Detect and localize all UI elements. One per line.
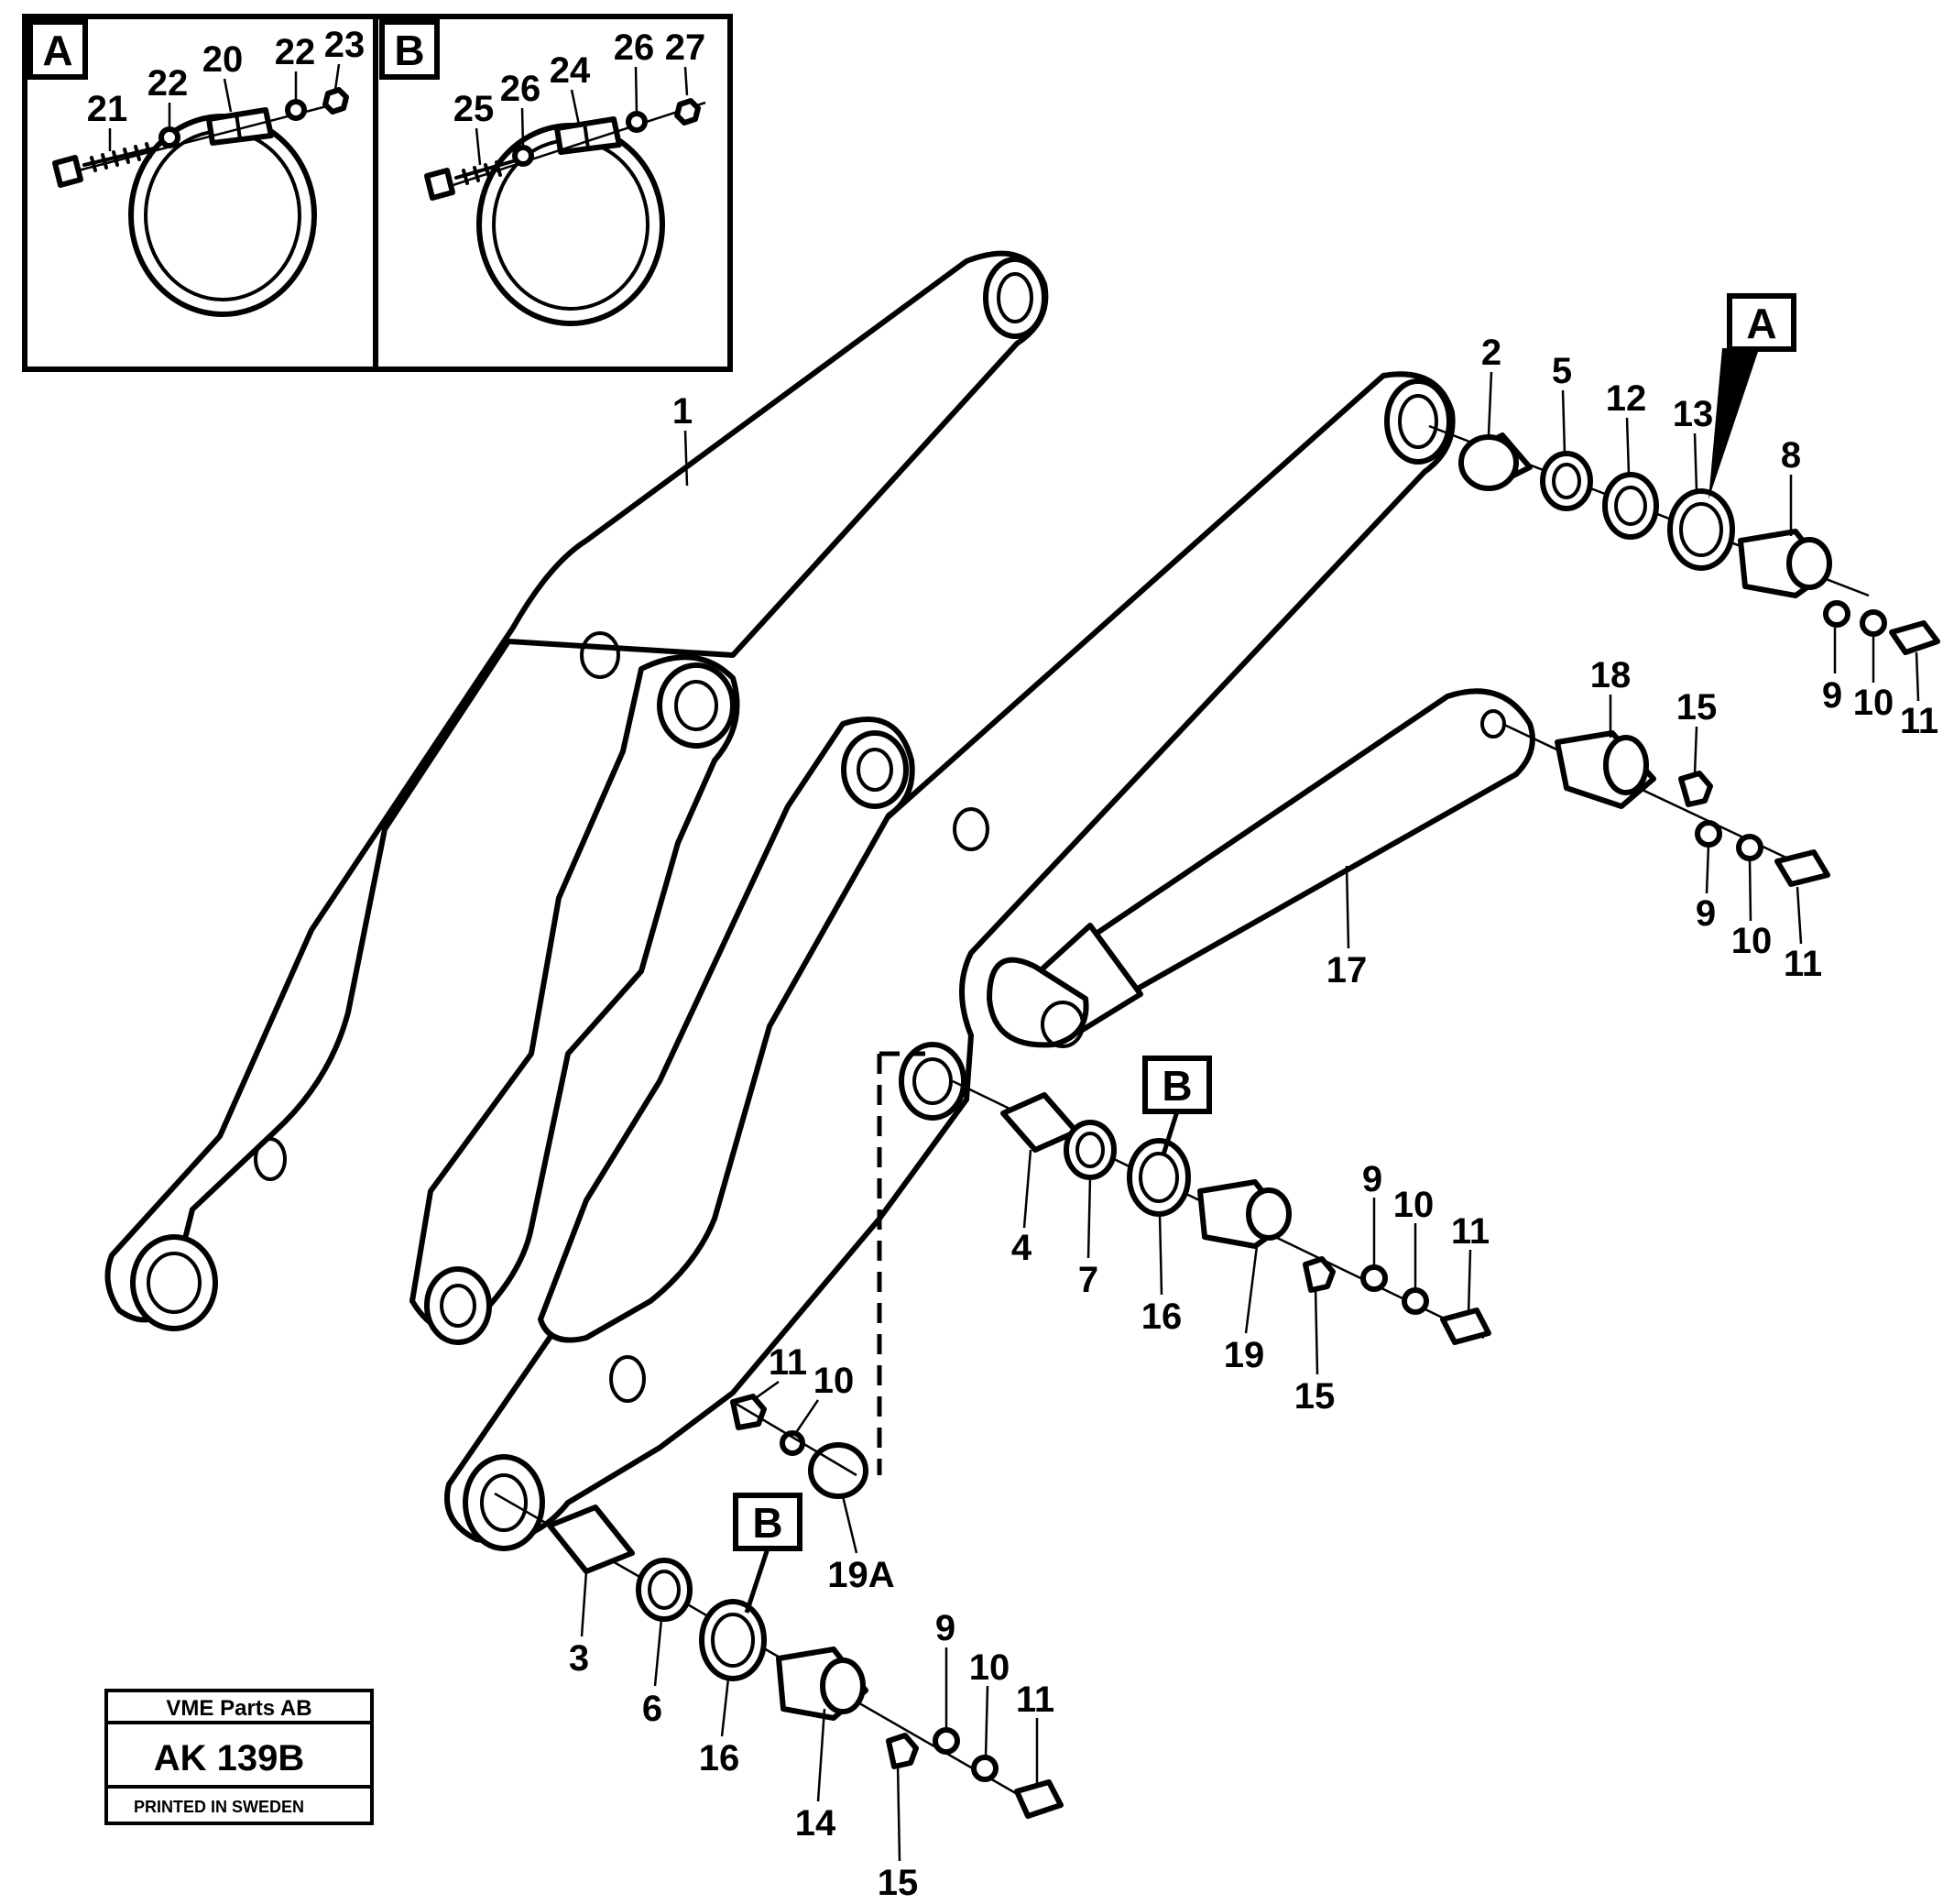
bolt-a [52,87,349,188]
label-15-upper: 15 [1676,687,1718,728]
label-11-cyl: 11 [1784,944,1822,984]
bolt-b [424,98,706,201]
label-10-upper: 10 [1853,683,1894,723]
label-9-mid: 9 [1362,1159,1382,1199]
label-6: 6 [642,1689,662,1729]
inset-b-label-26b: 26 [614,27,655,68]
callout-a-main-text: A [1746,300,1776,347]
cap-19a [730,1051,925,1499]
label-2: 2 [1481,333,1501,373]
inset-a-label-23: 23 [324,25,366,65]
inset-b-tag[interactable]: B [379,19,440,80]
label-1: 1 [672,391,693,432]
hose-clamp-b [476,116,665,326]
inset-a: A 21 22 20 22 23 [27,19,366,317]
label-11-upper: 11 [1900,701,1938,741]
label-8: 8 [1781,435,1801,476]
lift-arm-rear [104,250,1049,1331]
label-7: 7 [1078,1260,1098,1300]
label-15-mid: 15 [1294,1376,1336,1417]
label-3: 3 [569,1638,589,1679]
upper-pin-stack [1428,424,1940,655]
inset-a-label-22b: 22 [275,32,316,72]
hose-clamp-a [128,107,317,317]
inset-b-label-25: 25 [453,89,495,129]
label-16-mid: 16 [1141,1297,1183,1337]
label-16-low: 16 [699,1738,740,1778]
label-5: 5 [1552,351,1572,391]
cylinder-pin-stack [1501,722,1830,887]
label-19a: 19A [827,1555,894,1595]
label-11-cap: 11 [769,1342,807,1383]
inset-b-label-24: 24 [550,50,591,91]
label-10-low: 10 [969,1647,1010,1688]
label-9-upper: 9 [1822,675,1842,716]
inset-a-label-22: 22 [147,63,189,104]
label-18: 18 [1590,655,1632,695]
label-11-mid: 11 [1451,1211,1490,1252]
label-11-low: 11 [1016,1680,1054,1720]
stamp-printed: PRINTED IN SWEDEN [134,1798,304,1816]
connecting-link [538,717,915,1343]
inset-a-tag[interactable]: A [27,19,88,80]
inset-a-label-20: 20 [202,39,244,80]
callout-b-mid-text: B [1162,1062,1192,1110]
inset-a-tag-text: A [42,27,72,74]
inset-panel [22,14,733,372]
label-13: 13 [1673,394,1714,434]
lower-pin-stack [494,1492,1064,1819]
inset-b-label-27: 27 [665,27,706,68]
stamp-company: VME Parts AB [166,1696,311,1721]
label-10-cap: 10 [813,1361,855,1401]
label-9-low: 9 [935,1608,955,1648]
label-19: 19 [1224,1335,1265,1375]
label-10-mid: 10 [1393,1185,1435,1225]
inset-b-tag-text: B [394,27,424,74]
callout-b-low[interactable]: B [733,1493,802,1614]
callout-b-low-text: B [752,1499,782,1547]
label-17: 17 [1326,950,1368,990]
callout-a-main[interactable]: A [1708,293,1796,499]
middle-pin-stack [952,1079,1491,1345]
label-12: 12 [1606,378,1647,419]
label-15-low: 15 [878,1863,919,1903]
inset-b: B 25 26 24 26 27 [379,19,706,326]
callout-b-mid[interactable]: B [1142,1056,1212,1155]
label-14: 14 [795,1803,836,1844]
label-10-cyl: 10 [1731,921,1773,961]
part-labels: 1 2 5 12 13 8 9 10 11 18 15 9 10 11 17 4… [569,333,1938,1903]
stamp-code: AK 139B [154,1738,305,1778]
bell-crank [409,654,740,1345]
label-9-cyl: 9 [1696,893,1716,934]
inset-b-label-26: 26 [500,69,541,109]
inset-a-label-21: 21 [87,89,128,129]
label-4: 4 [1011,1228,1032,1268]
parts-stamp: VME Parts AB AK 139B PRINTED IN SWEDEN [104,1689,374,1825]
